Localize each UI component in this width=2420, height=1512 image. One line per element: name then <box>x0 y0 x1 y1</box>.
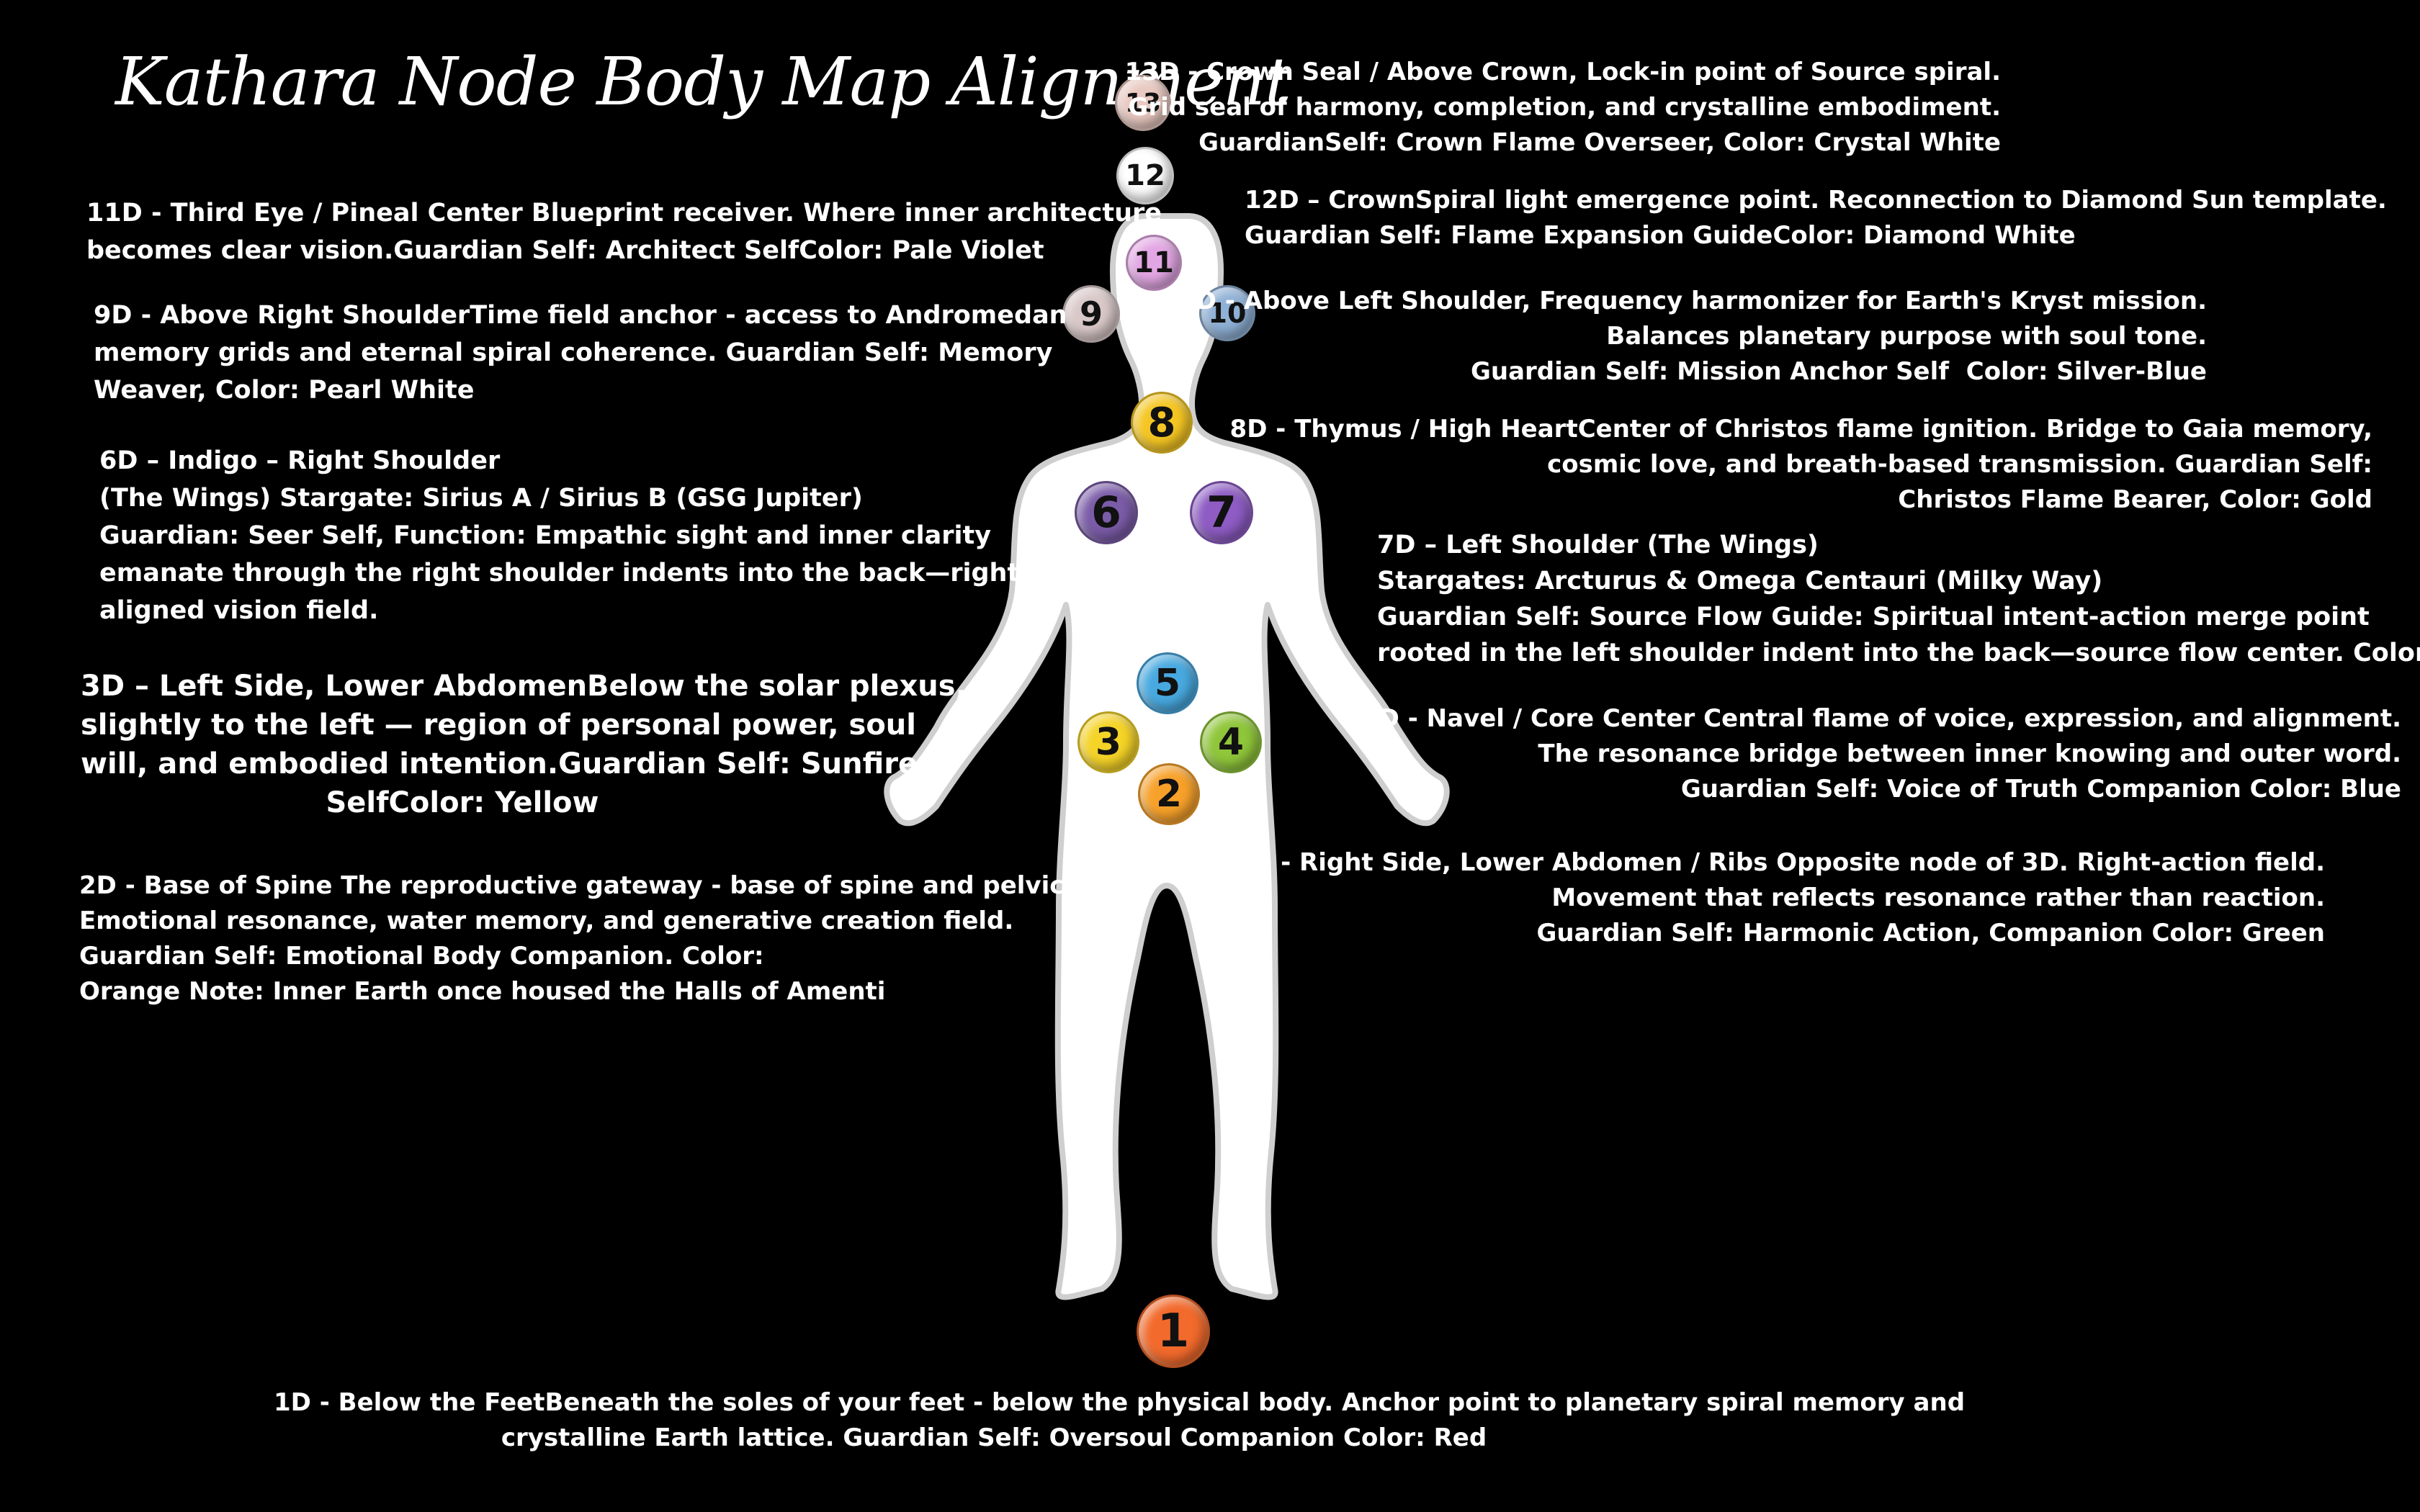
node-7: 7 <box>1190 481 1253 544</box>
node-9-label: 9 <box>1079 294 1103 333</box>
node-8: 8 <box>1131 392 1193 454</box>
node-12: 12 <box>1116 147 1174 204</box>
desc-4d: 4D - Right Side, Lower Abdomen / Ribs Op… <box>1234 848 2325 948</box>
desc-6d: 6D – Indigo – Right Shoulder (The Wings)… <box>99 446 1020 625</box>
node-6-label: 6 <box>1091 487 1121 538</box>
node-1: 1 <box>1137 1295 1210 1368</box>
desc-8d: 8D - Thymus / High HeartCenter of Christ… <box>1229 415 2372 514</box>
node-1-label: 1 <box>1157 1305 1190 1358</box>
node-11: 11 <box>1126 235 1182 291</box>
desc-7d: 7D – Left Shoulder (The Wings) Stargates… <box>1377 531 2420 667</box>
node-8-label: 8 <box>1147 399 1176 446</box>
desc-1d: 1D - Below the FeetBeneath the soles of … <box>274 1388 1966 1452</box>
desc-13d: 13D - Crown Seal / Above Crown, Lock-in … <box>1124 58 2001 157</box>
node-11-label: 11 <box>1134 246 1174 279</box>
node-5: 5 <box>1137 652 1198 714</box>
desc-12d: 12D – CrownSpiral light emergence point.… <box>1245 186 2387 250</box>
node-10-label: 10 <box>1208 297 1247 329</box>
node-2-label: 2 <box>1155 773 1183 816</box>
node-3-label: 3 <box>1095 721 1122 764</box>
node-10: 10 <box>1199 285 1255 341</box>
body-outline <box>884 213 1450 1300</box>
desc-5d: 5D - Navel / Core Center Central flame o… <box>1362 704 2401 804</box>
node-9: 9 <box>1062 285 1120 343</box>
node-13-label: 13 <box>1124 88 1162 118</box>
desc-11d: 11D - Third Eye / Pineal Center Blueprin… <box>86 199 1162 265</box>
desc-2d: 2D - Base of Spine The reproductive gate… <box>79 871 1147 1006</box>
node-7-label: 7 <box>1206 487 1237 538</box>
node-13: 13 <box>1115 75 1171 131</box>
desc-3d: 3D – Left Side, Lower AbdomenBelow the s… <box>81 670 967 819</box>
node-4-label: 4 <box>1217 721 1245 764</box>
node-12-label: 12 <box>1125 159 1165 192</box>
page-title: Kathara Node Body Map Alignment <box>115 43 1291 120</box>
node-4: 4 <box>1200 711 1262 773</box>
node-6: 6 <box>1075 481 1138 544</box>
desc-9d: 9D - Above Right ShoulderTime field anch… <box>94 301 1067 405</box>
desc-10d: 10D - Above Left Shoulder, Frequency har… <box>1162 287 2207 386</box>
node-5-label: 5 <box>1154 662 1181 705</box>
node-3: 3 <box>1077 711 1139 773</box>
node-2: 2 <box>1138 763 1200 825</box>
